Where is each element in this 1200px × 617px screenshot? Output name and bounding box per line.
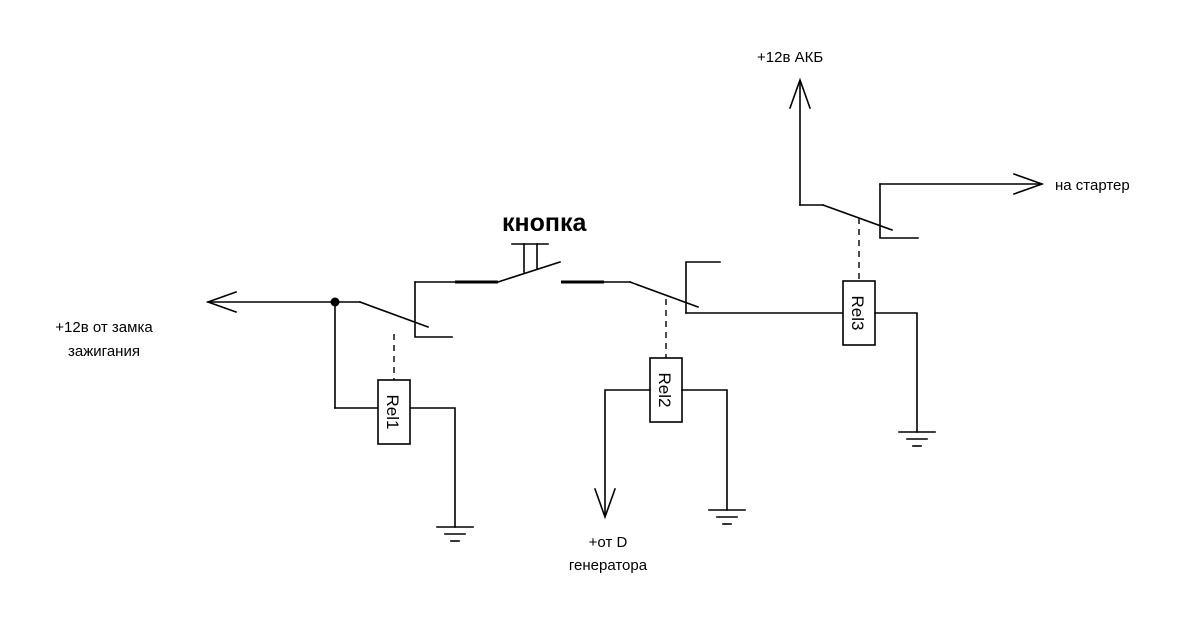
ground-symbol-1 — [436, 526, 474, 542]
rel3-switch-contact — [799, 183, 919, 239]
ground-symbol-3 — [898, 431, 936, 447]
generator-label-line-1: +от D — [589, 534, 628, 551]
relay-3-label: Rel3 — [848, 296, 867, 331]
ignition-label-line-1: +12в от замка — [55, 319, 153, 336]
rel3-ground-wire — [874, 312, 918, 433]
rel1-switch-contact — [334, 281, 456, 338]
rel2-ground-wire — [681, 389, 728, 511]
starter-output-wire — [879, 172, 1045, 196]
generator-input-wire — [593, 389, 651, 520]
rel2-switch-contact — [603, 261, 844, 314]
ignition-input-wire — [205, 290, 336, 314]
ground-symbol-2 — [708, 509, 746, 525]
generator-label-line-2: генератора — [569, 557, 648, 574]
battery-wire — [788, 77, 812, 206]
rel1-ground-wire — [409, 407, 456, 528]
button-label: кнопка — [502, 209, 587, 237]
relay-1 — [377, 379, 411, 445]
relay-2-label: Rel2 — [655, 373, 674, 408]
relay-2 — [649, 357, 683, 423]
relay-1-label: Rel1 — [383, 395, 402, 430]
battery-label: +12в АКБ — [757, 49, 823, 66]
ignition-label-line-2: зажигания — [68, 343, 140, 360]
push-button-cap-icon — [511, 243, 549, 273]
starter-label: на стартер — [1055, 177, 1130, 194]
relay-3 — [842, 280, 876, 346]
push-button-switch — [455, 260, 604, 284]
